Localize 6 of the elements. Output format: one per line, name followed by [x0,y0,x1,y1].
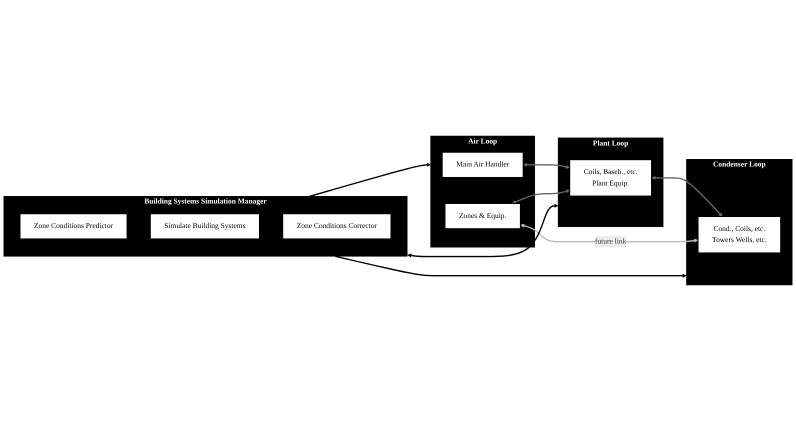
arrow [335,256,687,278]
arrow [407,204,558,258]
arrow [310,162,431,197]
arrow [512,189,570,204]
arrow [651,176,723,217]
arrow [523,162,570,169]
